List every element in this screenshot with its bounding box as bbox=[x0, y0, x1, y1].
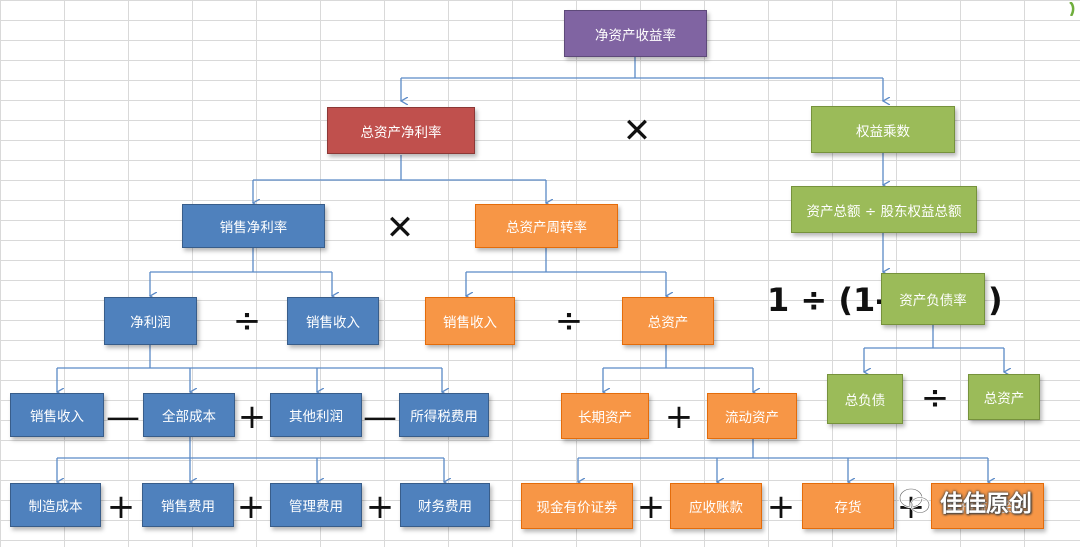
node-other-current-assets: 其他流动资产 bbox=[931, 483, 1044, 529]
times-operator: ✕ bbox=[622, 111, 652, 151]
divide-operator: ÷ bbox=[554, 301, 584, 341]
node-net-profit: 净利润 bbox=[104, 297, 197, 345]
node-net-margin: 销售净利率 bbox=[182, 204, 325, 248]
corner-mark-icon bbox=[1069, 2, 1075, 16]
node-roa: 总资产净利率 bbox=[327, 107, 475, 154]
node-sales-revenue: 销售收入 bbox=[425, 297, 515, 345]
node-total-assets: 总资产 bbox=[968, 374, 1040, 420]
node-debt-ratio: 资产负债率 bbox=[881, 273, 985, 325]
node-long-term-assets: 长期资产 bbox=[561, 393, 649, 439]
node-total-liabilities: 总负债 bbox=[827, 374, 903, 424]
node-total-cost: 全部成本 bbox=[143, 393, 235, 437]
node-cash-securities: 现金有价证券 bbox=[521, 483, 633, 529]
node-assets-over-equity: 资产总额 ÷ 股东权益总额 bbox=[791, 186, 977, 233]
formula-prefix: 1 ÷ (1- bbox=[767, 281, 889, 319]
node-finance-expense: 财务费用 bbox=[400, 483, 490, 527]
node-asset-turnover: 总资产周转率 bbox=[475, 204, 618, 248]
divide-operator: ÷ bbox=[232, 301, 262, 341]
plus-operator: + bbox=[636, 487, 666, 527]
wechat-icon bbox=[898, 487, 931, 514]
plus-operator: + bbox=[237, 397, 267, 437]
times-operator: ✕ bbox=[385, 208, 415, 248]
node-sales-revenue: 销售收入 bbox=[10, 393, 104, 437]
node-equity-multiplier: 权益乘数 bbox=[811, 106, 955, 153]
node-selling-expense: 销售费用 bbox=[142, 483, 234, 527]
node-income-tax: 所得税费用 bbox=[399, 393, 489, 437]
plus-operator: + bbox=[236, 487, 266, 527]
node-receivables: 应收账款 bbox=[670, 483, 762, 529]
plus-operator: + bbox=[664, 397, 694, 437]
plus-operator: + bbox=[766, 487, 796, 527]
node-sales-revenue: 销售收入 bbox=[287, 297, 379, 345]
node-current-assets: 流动资产 bbox=[707, 393, 797, 439]
node-roe: 净资产收益率 bbox=[564, 10, 707, 57]
node-total-assets: 总资产 bbox=[622, 297, 714, 345]
minus-operator: — bbox=[363, 397, 397, 437]
plus-operator: + bbox=[365, 487, 395, 527]
minus-operator: — bbox=[106, 397, 140, 437]
plus-operator: + bbox=[106, 487, 136, 527]
node-other-profit: 其他利润 bbox=[270, 393, 362, 437]
divide-operator: ÷ bbox=[920, 378, 950, 418]
node-manufacturing-cost: 制造成本 bbox=[10, 483, 101, 527]
node-admin-expense: 管理费用 bbox=[270, 483, 362, 527]
watermark-text: 佳佳原创 bbox=[940, 491, 1032, 517]
watermark: 佳佳原创 bbox=[898, 484, 1032, 518]
formula-suffix: ) bbox=[988, 281, 1003, 319]
node-inventory: 存货 bbox=[802, 483, 894, 529]
